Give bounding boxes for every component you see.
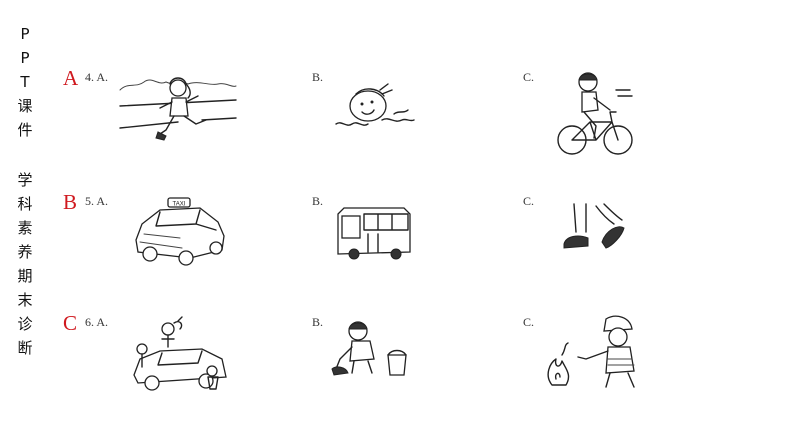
swimming-girl-image[interactable] (334, 80, 418, 138)
title-char: 课 (17, 97, 33, 115)
bus-image[interactable] (334, 204, 414, 262)
title-char: 末 (17, 291, 33, 309)
kids-washing-car-image[interactable] (128, 316, 232, 393)
title-char: T (20, 73, 30, 91)
title-char: 诊 (17, 315, 33, 333)
answer-letter: A (63, 66, 79, 90)
title-char: 断 (17, 339, 33, 357)
title-char: 素 (17, 219, 33, 237)
option-c-label: C. (523, 194, 535, 208)
firefighter-image[interactable] (542, 315, 650, 393)
question-4-row: A 4. A. B. C. (0, 60, 794, 170)
vertical-title: P P T 课 件 学 科 素 养 期 末 诊 断 (14, 22, 36, 360)
question-number: 6. A. (85, 315, 109, 329)
title-char: 养 (17, 243, 33, 261)
title-char: 学 (17, 171, 33, 189)
title-char: 件 (17, 121, 33, 139)
question-number: 5. A. (85, 194, 109, 208)
answer-letter: B (63, 190, 78, 214)
option-b-label: B. (312, 194, 324, 208)
option-b-label: B. (312, 70, 324, 84)
taxi-sign-text: TAXI (173, 202, 186, 208)
option-b-label: B. (312, 315, 324, 329)
boy-sweeping-floor-image[interactable] (330, 319, 414, 383)
question-6-row: C 6. A. B. C. (0, 305, 794, 415)
title-char: 期 (17, 267, 33, 285)
option-c-label: C. (523, 315, 535, 329)
question-number: 4. A. (85, 70, 109, 84)
walking-feet-image[interactable] (558, 202, 628, 262)
answer-letter: C (63, 311, 78, 335)
option-c-label: C. (523, 70, 535, 84)
question-5-row: B 5. A. TAXI B. C. (0, 184, 794, 294)
running-girl-image[interactable] (118, 72, 238, 150)
title-char: 科 (17, 195, 33, 213)
cycling-girl-image[interactable] (556, 70, 638, 160)
title-char: P (20, 49, 30, 67)
title-char: P (20, 25, 30, 43)
taxi-image[interactable]: TAXI (130, 196, 230, 266)
